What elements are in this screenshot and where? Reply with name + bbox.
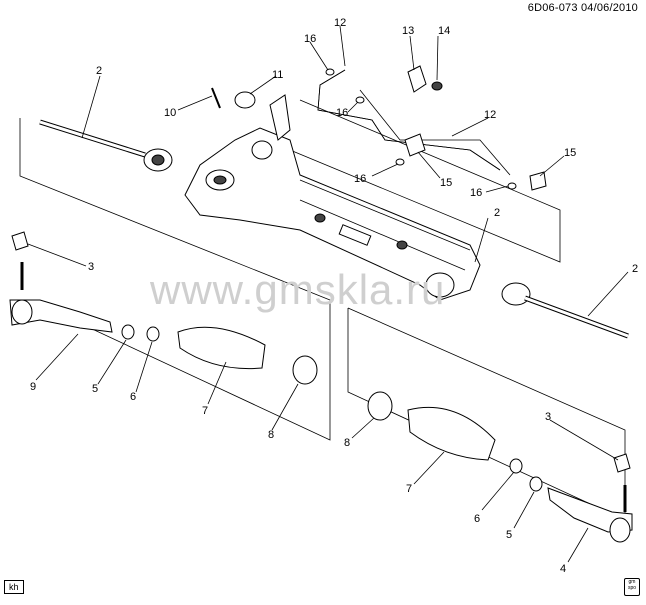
callout-12-right: 12 (484, 109, 496, 121)
callout-10: 10 (164, 107, 176, 119)
callout-1: 2 (494, 207, 500, 219)
inner-tie-rod-left (39, 119, 173, 172)
callout-8-right: 8 (344, 437, 350, 449)
leader-lines (27, 25, 629, 563)
callout-4: 4 (560, 563, 566, 575)
o-ring-16-b (355, 96, 365, 104)
pipe-12-upper-inner (317, 69, 501, 171)
callout-5-left: 5 (92, 383, 98, 395)
ring-8-left (292, 355, 318, 385)
boot-7-right (407, 406, 496, 461)
upper-group-outline (19, 118, 331, 441)
nut-3-right (613, 453, 631, 473)
o-ring-16-a (325, 68, 335, 76)
callout-3-right: 3 (545, 411, 551, 423)
diagram-code: 6D06-073 (527, 2, 578, 14)
callout-16-c: 16 (354, 173, 366, 185)
bolt-10 (211, 87, 221, 109)
callout-14: 14 (438, 25, 450, 37)
inner-tie-rod-right (501, 282, 629, 339)
bolt-14 (431, 81, 443, 91)
gm-spo-logo: gm spo (624, 578, 640, 596)
pipe-12-lower (359, 89, 511, 176)
pipe-12-upper (317, 69, 501, 171)
clip-15-b (529, 171, 547, 191)
outer-tie-rod-right (547, 485, 633, 543)
o-ring-16-d (507, 182, 517, 190)
pipe-group-outline (289, 99, 561, 263)
callout-7-left: 7 (202, 405, 208, 417)
callout-12-top: 12 (334, 17, 346, 29)
callout-3-left: 3 (88, 261, 94, 273)
diagram-date: 04/06/2010 (580, 2, 638, 14)
header-reference: 6D06-073 04/06/2010 (528, 2, 638, 14)
fitting-11 (234, 91, 256, 109)
callout-7-right: 7 (406, 483, 412, 495)
boot-7-left (177, 326, 266, 370)
callout-11: 11 (272, 69, 283, 81)
ring-8-right (367, 391, 393, 421)
clamp-6-right (509, 458, 523, 474)
o-ring-16-c (395, 158, 405, 166)
callout-16-d: 16 (470, 187, 482, 199)
jam-nut-5-right (529, 476, 543, 492)
callout-5-right: 5 (506, 529, 512, 541)
callout-2-right: 2 (632, 263, 638, 275)
callout-9: 9 (30, 381, 36, 393)
nut-3-left (11, 231, 29, 251)
author-initials: kh (4, 580, 24, 594)
callout-2-left: 2 (96, 65, 102, 77)
callout-13: 13 (402, 25, 414, 37)
jam-nut-5-left (121, 324, 135, 340)
clip-13 (407, 65, 427, 93)
callout-16-a: 16 (304, 33, 316, 45)
clamp-6-left (146, 326, 160, 342)
watermark: www.gmskla.ru (150, 266, 446, 313)
callout-15-a: 15 (440, 177, 452, 189)
outer-tie-rod-left (9, 262, 113, 333)
steering-gear-housing (184, 94, 481, 301)
callout-6-left: 6 (130, 391, 136, 403)
callout-8-left: 8 (268, 429, 274, 441)
callout-16-b: 16 (336, 107, 348, 119)
clip-15-a (404, 133, 426, 157)
callout-15-b: 15 (564, 147, 576, 159)
callout-6-right: 6 (474, 513, 480, 525)
